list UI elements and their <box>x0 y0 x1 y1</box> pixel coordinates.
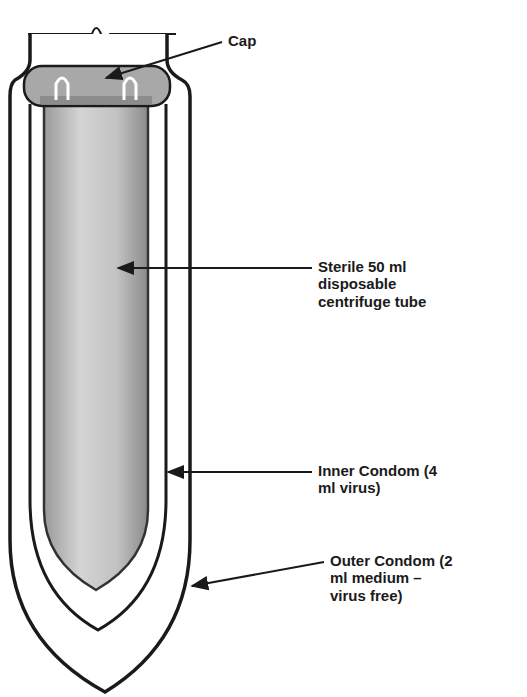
outer-condom <box>10 34 190 692</box>
leader-line <box>106 42 222 78</box>
cap-hook <box>56 78 68 100</box>
centrifuge-tube <box>44 88 148 590</box>
leader-line <box>118 267 312 269</box>
cap-hook <box>124 78 136 100</box>
tube-cap <box>24 66 170 106</box>
callout-label: Outer Condom (2 ml medium – virus free) <box>330 552 458 604</box>
callout-label: Cap <box>228 32 348 49</box>
callout-label: Inner Condom (4 ml virus) <box>318 462 443 497</box>
callout-label: Sterile 50 ml disposable centrifuge tube <box>318 258 446 310</box>
leader-line <box>168 471 312 473</box>
leader-line <box>192 562 324 586</box>
